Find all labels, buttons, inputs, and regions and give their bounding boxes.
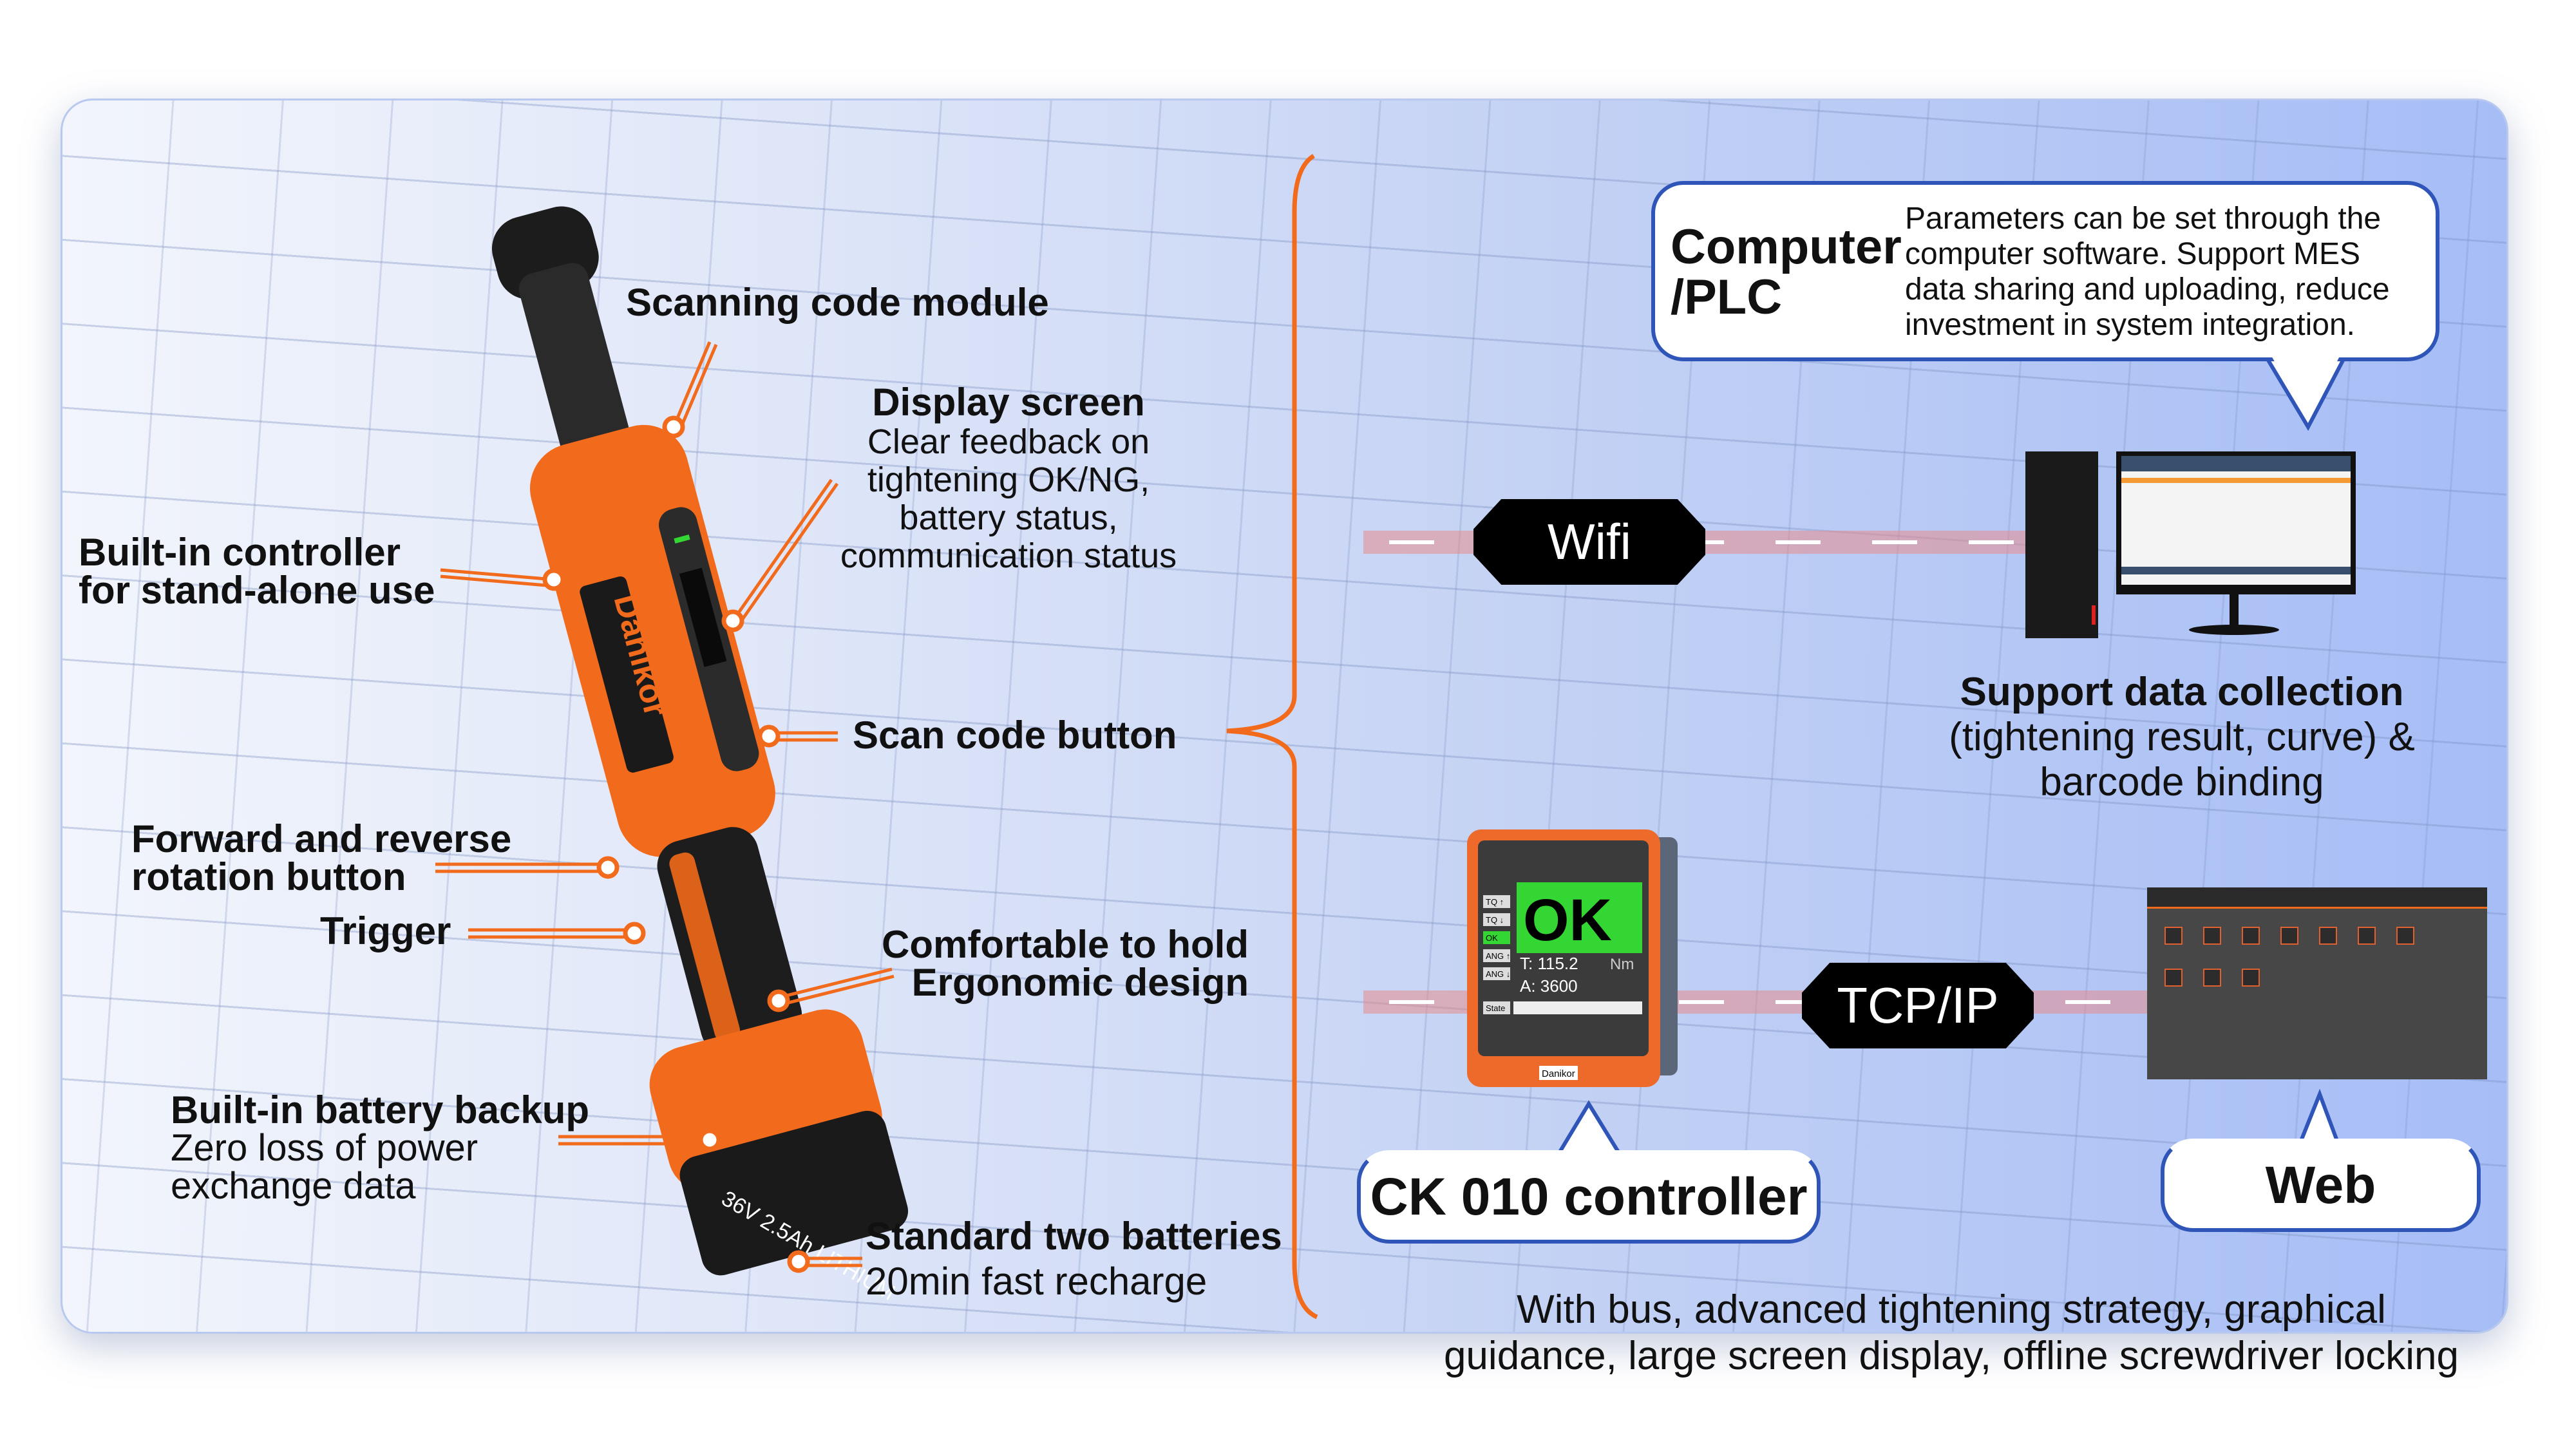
- tool-logo-plate: [580, 576, 674, 773]
- svg-text:ANG ↓: ANG ↓: [1486, 969, 1510, 979]
- tcpip-badge: TCP/IP: [1802, 963, 2034, 1048]
- label-display-screen: Display screen: [872, 381, 1145, 424]
- footer-description: With bus, advanced tightening strategy, …: [1443, 1287, 2459, 1378]
- data-collection-text: Support data collection(tightening resul…: [1949, 670, 2415, 804]
- controller-brand: Danikor: [1542, 1068, 1575, 1079]
- monitor-screen: [2121, 456, 2351, 585]
- leader-display: [731, 478, 839, 626]
- label-standard-batteries: Standard two batteries: [866, 1215, 1282, 1258]
- computer-plc-callout: [1651, 181, 2439, 361]
- leader-comfort: [778, 967, 895, 1007]
- label-scanning-module: Scanning code module: [626, 281, 1049, 324]
- leader-forward: [435, 862, 608, 873]
- ok-status: OK: [1523, 887, 1612, 953]
- tool-status-led: [674, 535, 690, 544]
- web-interface-screenshot: [2147, 887, 2487, 1079]
- tool-battery: [679, 1110, 909, 1276]
- torque-readout: T: 115.2: [1520, 954, 1578, 973]
- tool-display-screen: [679, 567, 727, 667]
- label-fast-recharge: 20min fast recharge: [866, 1260, 1208, 1303]
- leader-scanning: [672, 341, 718, 430]
- leader-scan-button: [769, 731, 838, 742]
- leader-trigger: [468, 928, 634, 939]
- leader-controller: [440, 568, 554, 588]
- ck010-controller-callout: CK 010 controller: [1357, 1150, 1821, 1244]
- wifi-badge: Wifi: [1473, 499, 1705, 585]
- cordless-wrench-tool: Danikor 36V 2.5Ah LITHIUM: [491, 206, 909, 1305]
- tool-grip-stripe: [669, 852, 740, 1042]
- leader-lines: [435, 341, 895, 1267]
- svg-text:OK: OK: [1486, 933, 1498, 943]
- pc-tower: [2025, 451, 2098, 638]
- tool-neck: [518, 263, 630, 461]
- label-trigger: Trigger: [320, 909, 451, 952]
- brace: [1226, 154, 1318, 1320]
- label-battery-backup: Built-in battery backup: [171, 1088, 590, 1132]
- svg-text:TQ ↑: TQ ↑: [1486, 897, 1504, 907]
- computer-plc-title: Computer/PLC: [1671, 220, 1902, 325]
- leader-battery: [558, 1135, 710, 1146]
- angle-readout: A: 3600: [1520, 976, 1578, 996]
- web-callout: Web: [2161, 1139, 2481, 1232]
- ok-indicator: [1517, 882, 1642, 953]
- desktop-computer: [2025, 451, 2356, 638]
- tool-body: [529, 424, 775, 857]
- svg-text:State: State: [1486, 1003, 1505, 1013]
- torque-unit: Nm: [1610, 956, 1634, 973]
- ck010-controller-device: OK T: 115.2 Nm A: 3600 TQ ↑ TQ ↓ OK ANG …: [1467, 829, 1678, 1087]
- label-scan-code-button: Scan code button: [853, 714, 1177, 757]
- svg-text:TQ ↓: TQ ↓: [1486, 915, 1504, 925]
- leader-dots: [542, 415, 810, 1273]
- svg-text:ANG ↑: ANG ↑: [1486, 951, 1510, 961]
